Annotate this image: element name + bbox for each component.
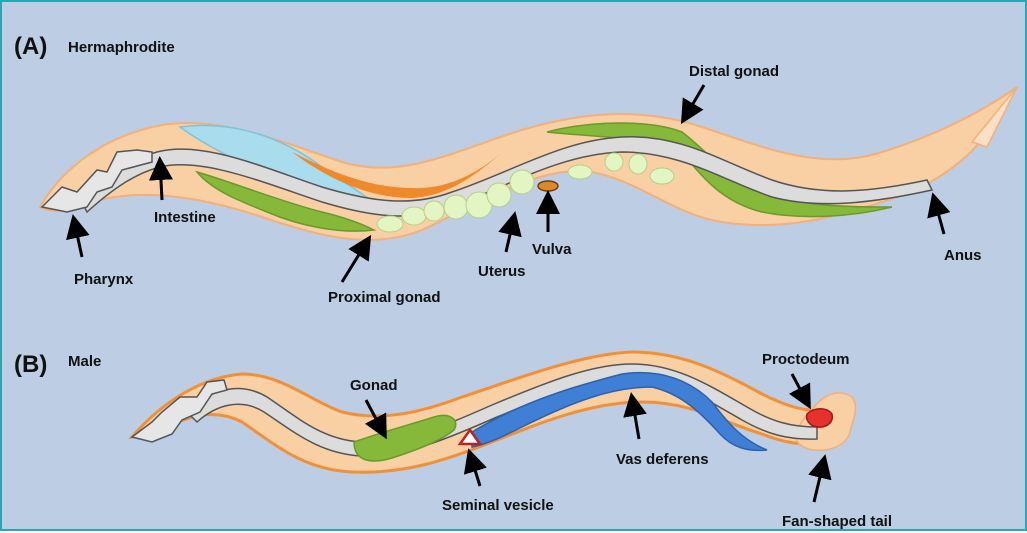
- intestine-arrow: [160, 162, 162, 200]
- gonad-label: Gonad: [350, 377, 398, 394]
- anus-label: Anus: [944, 247, 982, 264]
- distal-gonad-arrow: [684, 85, 704, 119]
- panel-b-letter: (B): [14, 351, 47, 378]
- egg: [424, 201, 444, 221]
- pharynx-arrow: [74, 220, 82, 257]
- egg: [568, 165, 592, 179]
- fan-shaped-tail-arrow: [814, 460, 824, 502]
- panel-a-title: Hermaphrodite: [68, 39, 175, 56]
- male-worm: [132, 352, 855, 472]
- egg: [377, 216, 403, 232]
- egg: [444, 195, 468, 219]
- egg: [629, 154, 647, 174]
- uterus-label: Uterus: [478, 263, 526, 280]
- distal-gonad-label: Distal gonad: [689, 63, 779, 80]
- egg: [402, 207, 426, 225]
- vulva-label: Vulva: [532, 241, 572, 258]
- proctodeum-arrow: [792, 374, 808, 404]
- seminal-vesicle-arrow: [470, 454, 480, 486]
- anus-arrow: [934, 198, 944, 234]
- egg: [605, 153, 623, 171]
- seminal-vesicle-label: Seminal vesicle: [442, 497, 554, 514]
- proximal-gonad-label: Proximal gonad: [328, 289, 441, 306]
- panel-b-title: Male: [68, 353, 101, 370]
- proximal-gonad-arrow: [342, 240, 368, 282]
- egg: [650, 168, 674, 184]
- vulva: [538, 181, 558, 191]
- panel-a-letter: (A): [14, 33, 47, 60]
- proctodeum-label: Proctodeum: [762, 351, 850, 368]
- egg: [510, 170, 534, 194]
- intestine-label: Intestine: [154, 209, 216, 226]
- vas-deferens-arrow: [632, 398, 639, 439]
- pharynx-label: Pharynx: [74, 271, 134, 288]
- fan-shaped-tail-label: Fan-shaped tail: [782, 513, 892, 530]
- uterus-arrow: [506, 217, 514, 252]
- egg: [487, 183, 511, 207]
- vas-deferens-label: Vas deferens: [616, 451, 709, 468]
- proctodeum: [807, 409, 833, 427]
